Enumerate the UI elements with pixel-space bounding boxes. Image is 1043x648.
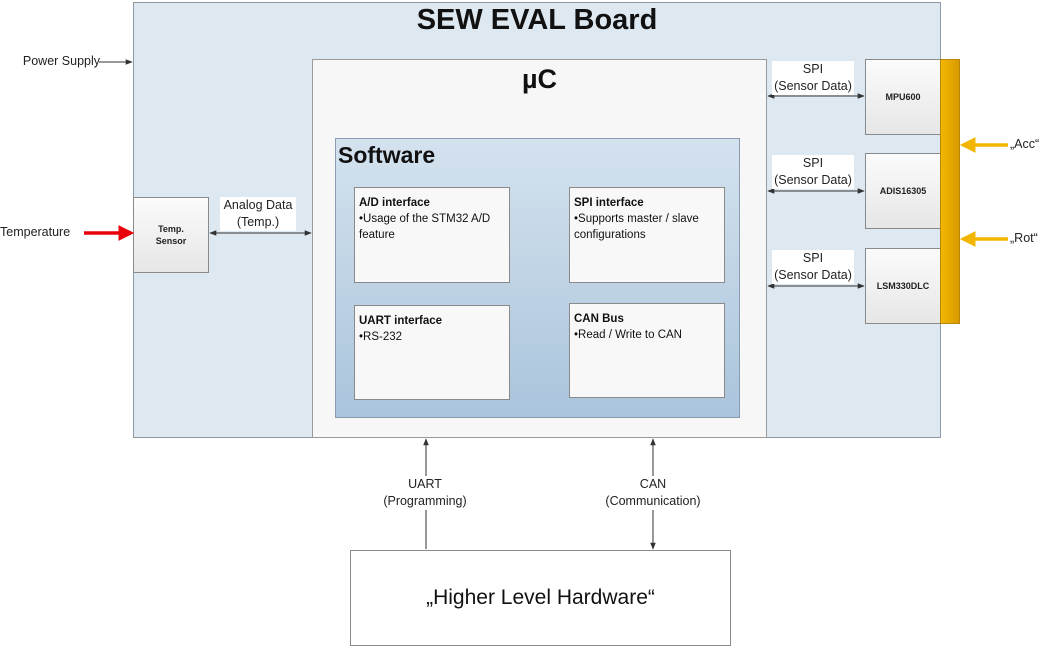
- uart-label-line1: UART: [408, 477, 442, 491]
- spi-label-adis16305: SPI (Sensor Data): [772, 155, 854, 189]
- spi-label-lsm330dlc: SPI (Sensor Data): [772, 250, 854, 284]
- analog-data-label-line2: (Temp.): [236, 215, 280, 229]
- spi-interface-description: •Supports master / slave configurations: [574, 213, 699, 241]
- spi-label-mpu600: SPI (Sensor Data): [772, 61, 854, 95]
- analog-data-label: Analog Data (Temp.): [220, 197, 296, 231]
- can-bus-box: CAN Bus •Read / Write to CAN: [569, 303, 725, 398]
- ad-interface-box: A/D interface •Usage of the STM32 A/D fe…: [354, 187, 510, 283]
- sensor-box-mpu600: MPU600: [865, 59, 941, 135]
- sensor-name-adis16305: ADIS16305: [879, 186, 927, 196]
- sensor-input-bar: [940, 59, 960, 324]
- spi-interface-box: SPI interface •Supports master / slave c…: [569, 187, 725, 283]
- sensor-box-lsm330dlc: LSM330DLC: [865, 248, 941, 324]
- analog-data-label-line1: Analog Data: [223, 198, 293, 212]
- temp-sensor-label-line2: Sensor: [155, 236, 187, 246]
- sensor-box-adis16305: ADIS16305: [865, 153, 941, 229]
- can-label-line2: (Communication): [605, 494, 701, 508]
- power-supply-label: Power Supply: [22, 54, 100, 68]
- ad-interface-description: •Usage of the STM32 A/D feature: [359, 213, 491, 241]
- can-bus-description: •Read / Write to CAN: [574, 329, 682, 341]
- spi-label-lsm330dlc-line1: SPI: [802, 251, 824, 265]
- board-title: SEW EVAL Board: [416, 4, 658, 36]
- uart-label: UART (Programming): [375, 476, 475, 510]
- sensor-name-lsm330dlc: LSM330DLC: [876, 281, 930, 291]
- sensor-name-mpu600: MPU600: [885, 92, 921, 102]
- microcontroller-title: µC: [521, 64, 558, 94]
- uart-interface-box: UART interface •RS-232: [354, 305, 510, 400]
- can-label-line1: CAN: [639, 477, 667, 491]
- ad-interface-title: A/D interface: [359, 197, 430, 209]
- spi-interface-title: SPI interface: [574, 197, 644, 209]
- higher-level-hardware-box: „Higher Level Hardware“: [350, 550, 731, 646]
- software-title: Software: [338, 142, 436, 168]
- uart-interface-title: UART interface: [359, 315, 443, 327]
- acc-label: „Acc“: [1010, 137, 1040, 151]
- uart-label-line2: (Programming): [383, 494, 467, 508]
- can-bus-title: CAN Bus: [574, 313, 624, 325]
- temp-sensor-label-line1: Temp.: [158, 224, 184, 234]
- spi-label-mpu600-line1: SPI: [802, 62, 824, 76]
- spi-label-adis16305-line1: SPI: [802, 156, 824, 170]
- temperature-label: Temperature: [0, 225, 71, 239]
- higher-level-hardware-title: „Higher Level Hardware“: [426, 586, 655, 609]
- spi-label-mpu600-line2: (Sensor Data): [774, 79, 852, 93]
- can-label: CAN (Communication): [596, 476, 710, 510]
- spi-label-adis16305-line2: (Sensor Data): [774, 173, 852, 187]
- rot-label: „Rot“: [1010, 231, 1038, 245]
- uart-interface-description: •RS-232: [359, 331, 403, 343]
- spi-label-lsm330dlc-line2: (Sensor Data): [774, 268, 852, 282]
